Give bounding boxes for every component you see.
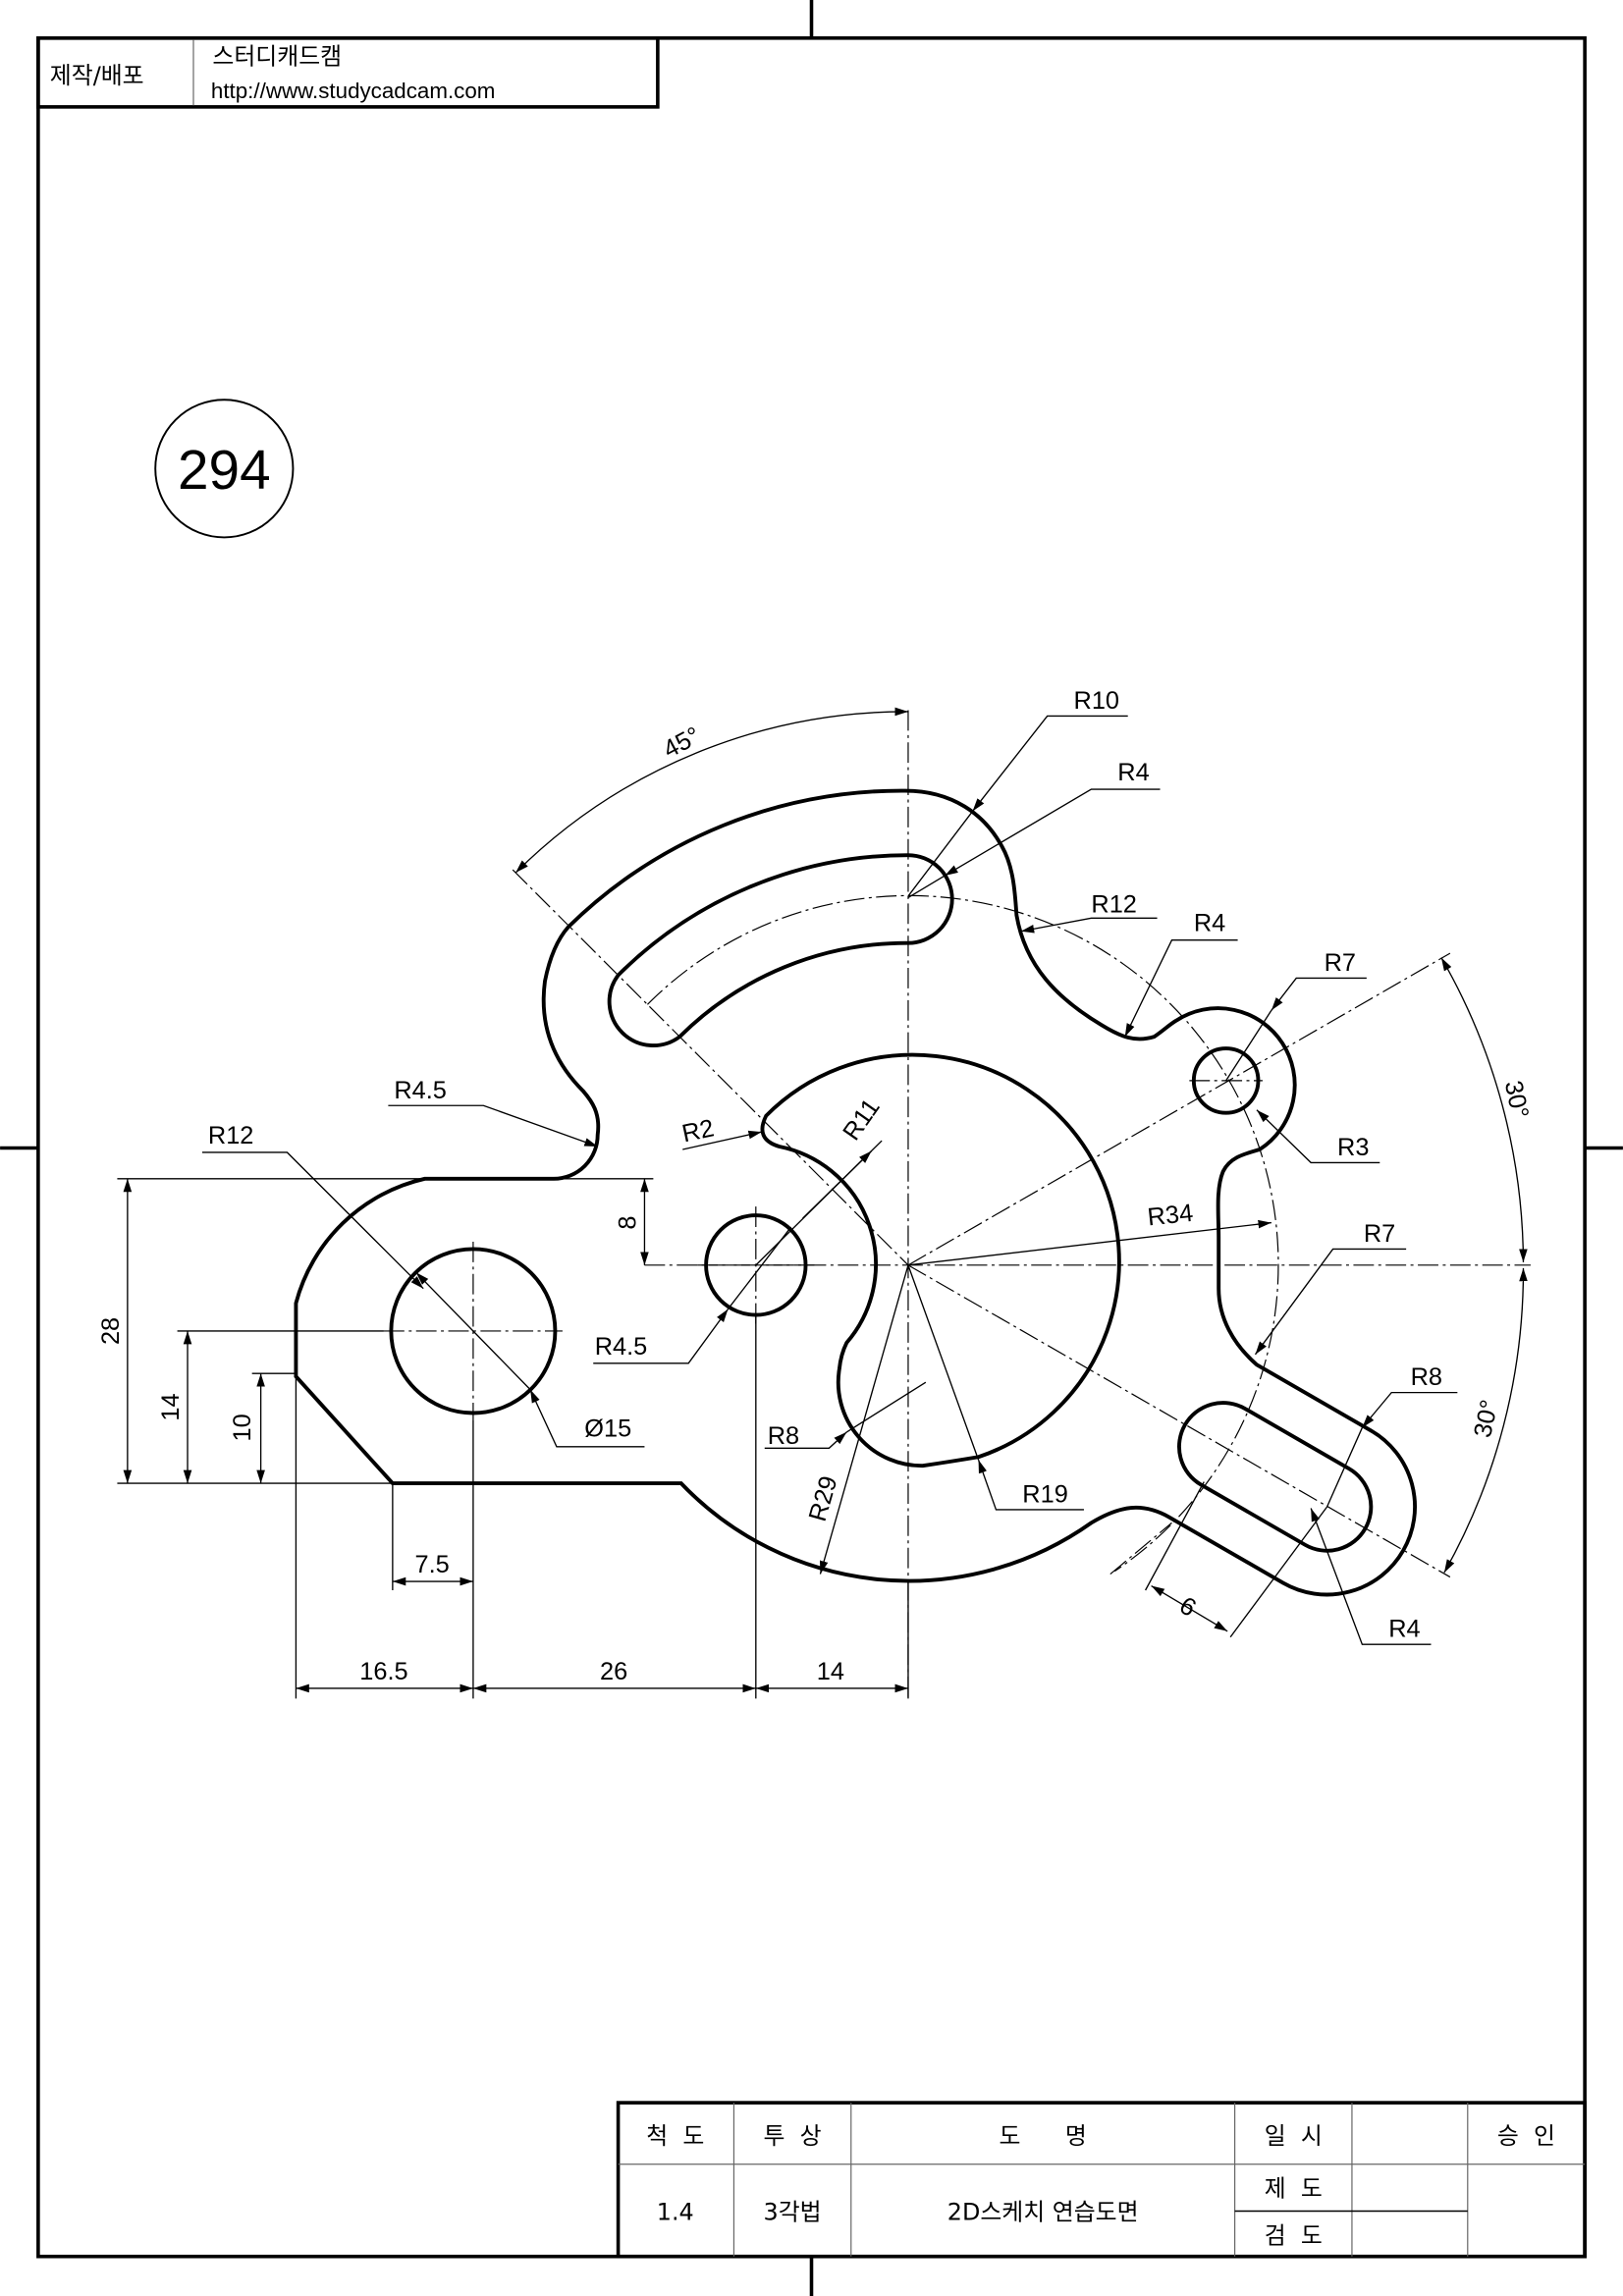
central-cutout <box>760 1052 1121 1468</box>
dim-r8-slot: R8 <box>1411 1363 1442 1391</box>
dim-r10: R10 <box>1074 687 1120 715</box>
center-lines <box>383 710 1531 1699</box>
approval-label: 승 인 <box>1497 2122 1555 2150</box>
dim-7-5: 7.5 <box>415 1551 450 1578</box>
dim-r7-lower: R7 <box>1364 1220 1395 1248</box>
title-block: 척 도 투 상 도 명 일 시 승 인 제 도 검 도 1.4 3각법 2D스케… <box>616 2101 1587 2259</box>
scale-value: 1.4 <box>657 2198 694 2225</box>
dim-r12-right: R12 <box>1091 890 1137 918</box>
dim-r4-top: R4 <box>1117 759 1149 786</box>
date-label: 일 시 <box>1265 2122 1323 2150</box>
dim-r8-cutout: R8 <box>768 1422 799 1450</box>
dim-r2: R2 <box>679 1114 717 1148</box>
dim-30deg-lower: 30° <box>1469 1398 1503 1440</box>
dim-8: 8 <box>614 1216 641 1230</box>
projection-label: 투 상 <box>764 2122 822 2150</box>
projection-value: 3각법 <box>764 2198 822 2225</box>
dim-45deg: 45° <box>659 721 705 764</box>
checked-by-label: 검 도 <box>1265 2221 1323 2249</box>
straight-slot <box>1176 1401 1374 1553</box>
dim-dia15: Ø15 <box>584 1415 631 1442</box>
drawing-number-badge: 294 <box>154 399 295 539</box>
hole-dia15 <box>389 1247 558 1415</box>
dim-14-horizontal: 14 <box>817 1658 844 1685</box>
dim-r3: R3 <box>1337 1134 1369 1161</box>
dim-r12-left: R12 <box>208 1122 253 1149</box>
drawing-number: 294 <box>178 440 271 502</box>
scale-label: 척 도 <box>646 2122 704 2150</box>
dim-r19: R19 <box>1022 1480 1068 1508</box>
company-url[interactable]: http://www.studycadcam.com <box>211 79 496 103</box>
hole-r3 <box>1191 1046 1261 1115</box>
dimension-lines <box>117 707 1528 1699</box>
dim-r11: R11 <box>838 1094 886 1146</box>
dim-26: 26 <box>600 1658 627 1685</box>
drawn-by-label: 제 도 <box>1265 2175 1323 2203</box>
dim-r4-slot: R4 <box>1388 1616 1420 1643</box>
dim-r4-5-hole: R4.5 <box>595 1333 648 1361</box>
drawing-name-label: 도 명 <box>999 2122 1086 2150</box>
dim-16-5: 16.5 <box>359 1658 407 1685</box>
dim-r7-upper: R7 <box>1325 949 1356 977</box>
maker-label: 제작/배포 <box>50 62 144 89</box>
dim-14-vertical: 14 <box>157 1393 185 1420</box>
arc-slot <box>607 853 954 1048</box>
company-name: 스터디캐드캠 <box>212 43 342 71</box>
part-outline <box>294 788 1418 1597</box>
dim-28: 28 <box>97 1317 125 1345</box>
dim-slot-width: 9 <box>1175 1590 1201 1621</box>
dim-10: 10 <box>229 1414 256 1441</box>
dimension-labels: 45° 30° 30° R10 R4 R12 R4 R7 R3 R34 R7 R… <box>97 687 1534 1685</box>
dim-r4-right: R4 <box>1194 910 1225 937</box>
publisher-box: 제작/배포 스터디캐드캠 http://www.studycadcam.com <box>36 35 660 109</box>
dim-r34: R34 <box>1146 1200 1194 1232</box>
drawing-name-value: 2D스케치 연습도면 <box>947 2198 1139 2225</box>
dim-r4-5-upper: R4.5 <box>394 1077 447 1104</box>
